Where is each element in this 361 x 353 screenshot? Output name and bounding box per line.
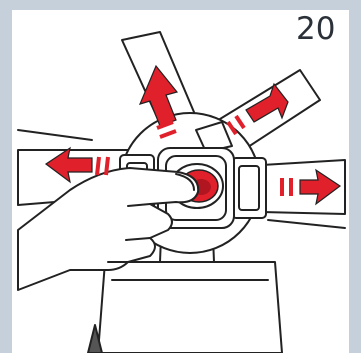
step-number: 20: [296, 14, 335, 45]
seat-shell: [98, 262, 282, 353]
